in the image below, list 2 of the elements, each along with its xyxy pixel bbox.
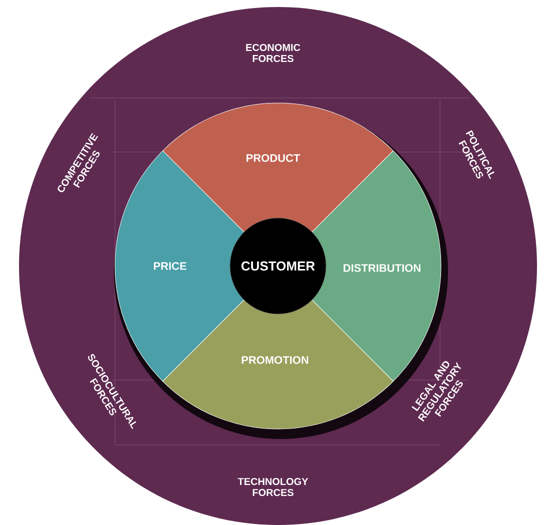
force-label: ECONOMIC FORCES [246, 44, 300, 62]
force-label: TECHNOLOGY FORCES [238, 478, 308, 496]
